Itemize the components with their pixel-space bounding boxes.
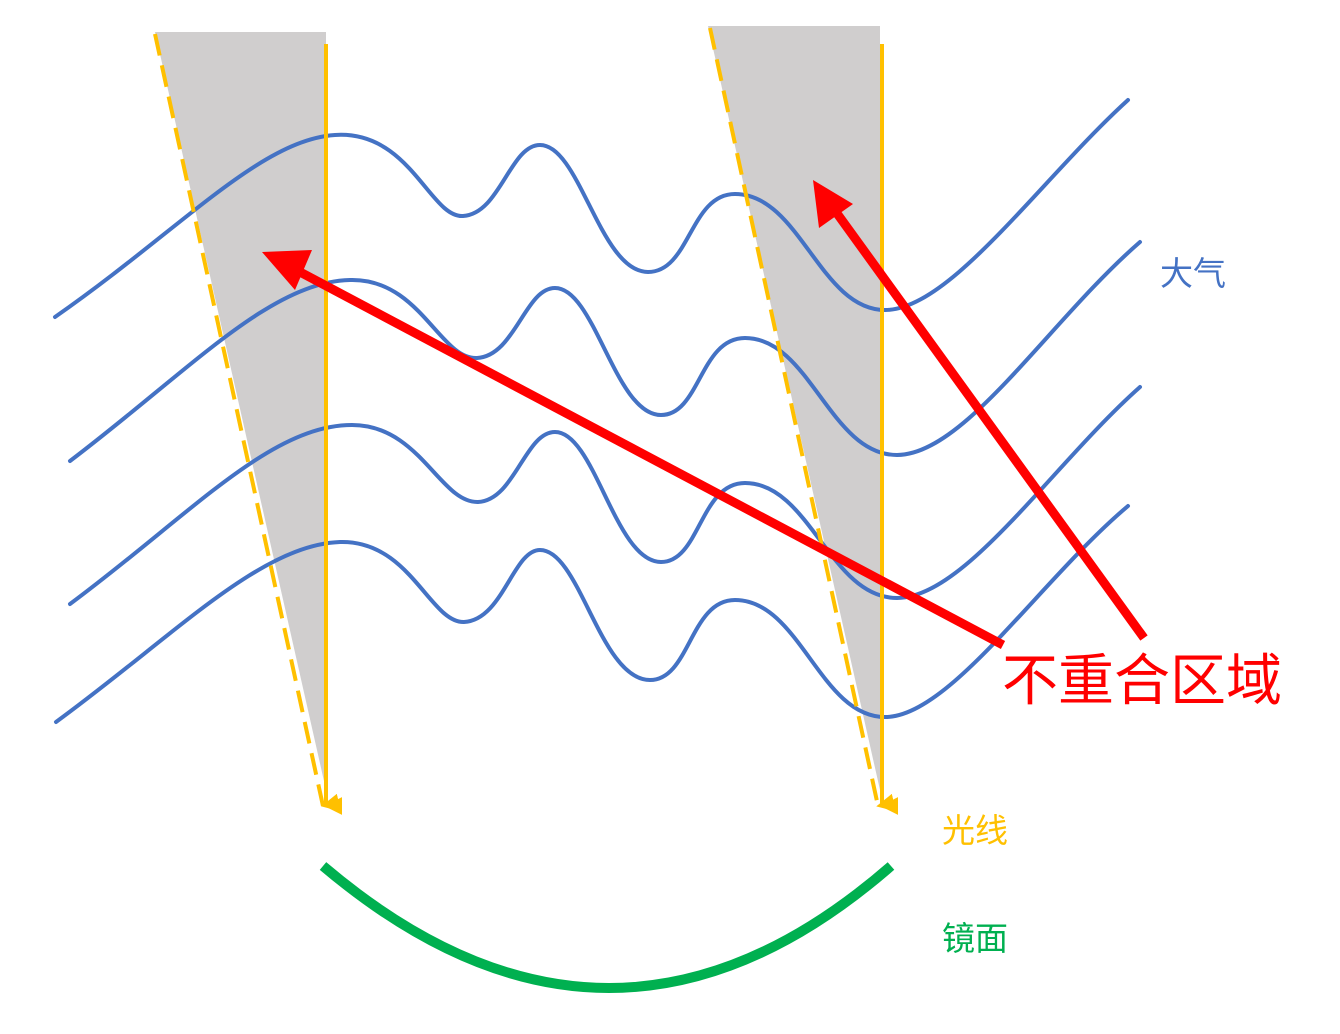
light-ray-left-dashed — [153, 33, 341, 812]
atmosphere-wave-3 — [68, 385, 1142, 606]
annotation-arrow-left-head — [262, 250, 312, 290]
mirror-arc — [319, 862, 895, 993]
annotation-arrow-right-head — [813, 180, 853, 228]
atmosphere-label: 大气 — [1160, 254, 1226, 293]
atmosphere-wave-4 — [54, 504, 1130, 724]
light-ray-right-dashed — [708, 27, 896, 812]
atmosphere-wave-1 — [53, 98, 1130, 319]
annotation-arrows — [262, 180, 1148, 649]
annotation-arrow-left-shaft — [297, 268, 1006, 649]
atmosphere-wave-2 — [68, 240, 1142, 463]
atmosphere-waves — [53, 98, 1142, 724]
non-overlap-region-label: 不重合区域 — [1002, 649, 1282, 714]
mirror-label: 镜面 — [942, 919, 1008, 958]
light-rays — [153, 27, 899, 815]
light-rays-label: 光线 — [942, 811, 1008, 850]
annotation-arrow-right-shaft — [832, 209, 1148, 641]
